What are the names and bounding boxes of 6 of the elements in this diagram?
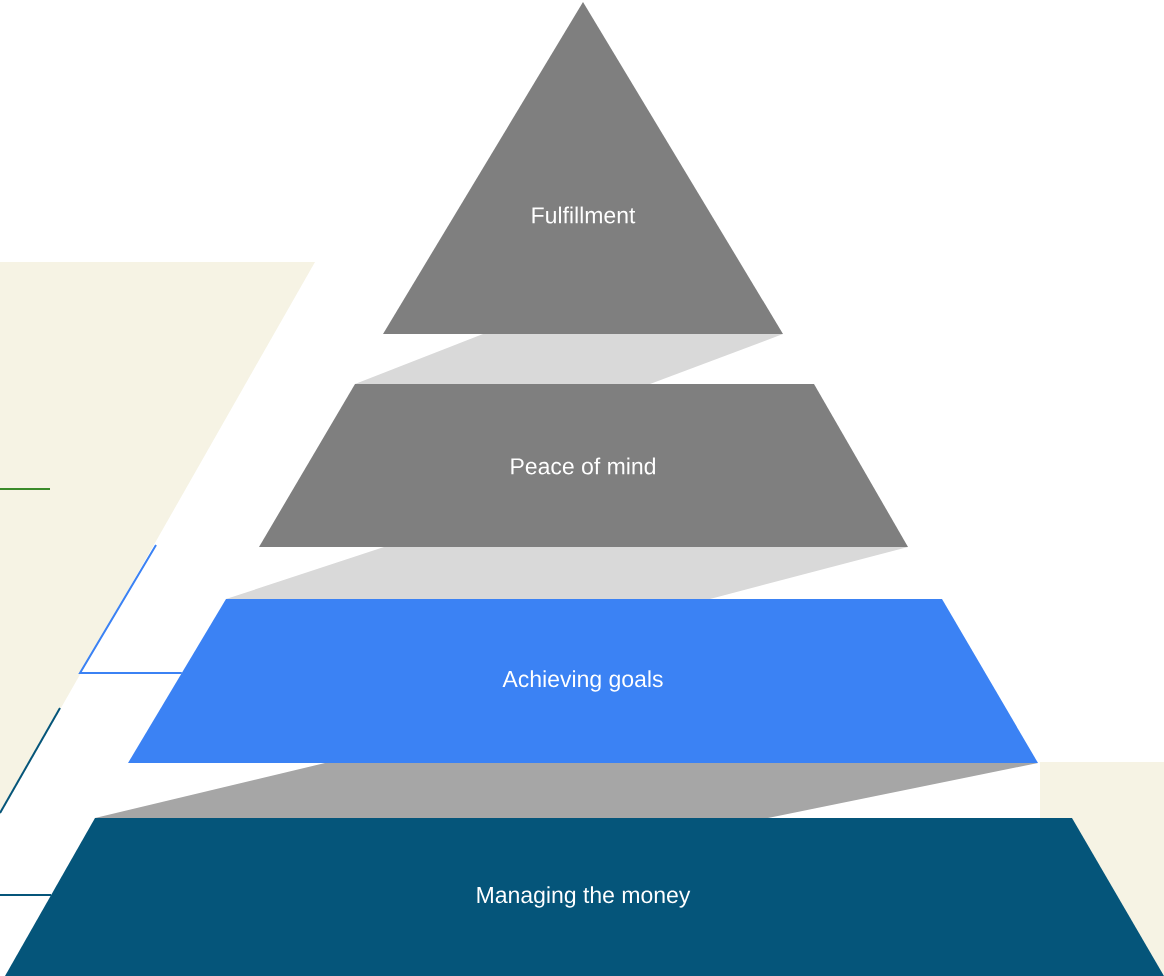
leader-line: [0, 894, 53, 896]
trapezoid: Achieving goals: [128, 599, 1038, 763]
triangle: Fulfillment: [383, 2, 783, 334]
trapezoid: Managing the money: [5, 818, 1164, 976]
trapezoid: Peace of mind: [259, 384, 908, 547]
leader-line: [78, 544, 183, 674]
